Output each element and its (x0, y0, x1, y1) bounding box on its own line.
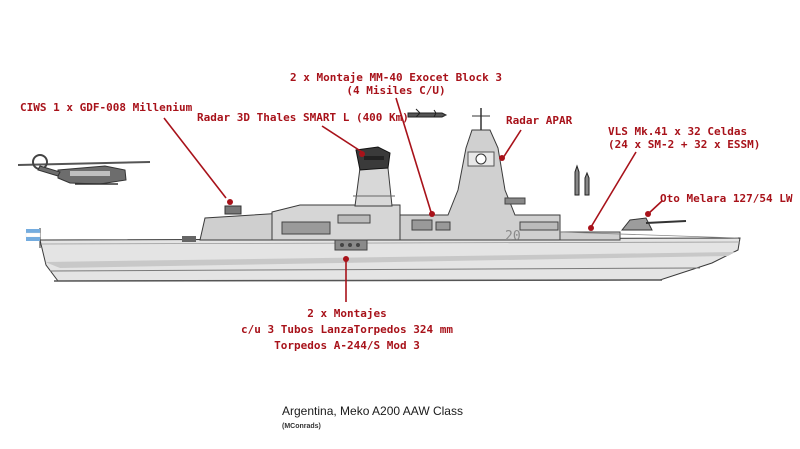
diagram-caption: Argentina, Meko A200 AAW Class (282, 404, 463, 418)
radar-smart-label: Radar 3D Thales SMART L (400 Km) (197, 111, 409, 124)
exocet-launcher (411, 219, 433, 231)
radar-apar-label: Radar APAR (506, 114, 573, 127)
essm-missile-icon (584, 171, 590, 196)
vls-pointer (588, 225, 594, 231)
ciws-mount (224, 205, 242, 215)
apar-pointer (499, 155, 505, 161)
vls-label: VLS Mk.41 x 32 Celdas (24 x SM-2 + 32 x … (608, 125, 760, 151)
exocet-pointer (429, 211, 435, 217)
forward-deck (559, 217, 739, 241)
helicopter-icon (17, 154, 151, 185)
torpedo-label-line2: c/u 3 Tubos LanzaTorpedos 324 mm (241, 323, 453, 336)
ciws-pointer (227, 199, 233, 205)
torpedo-label-line3: Torpedos A-244/S Mod 3 (274, 339, 420, 352)
torpedo-label-line1: 2 x Montajes (307, 307, 387, 320)
gun-label: Oto Melara 127/54 LW (660, 192, 793, 205)
main-gun (620, 217, 653, 231)
vls-label-line1: VLS Mk.41 x 32 Celdas (608, 125, 748, 138)
argentina-flag-icon (25, 228, 41, 248)
exocet-label-line2: (4 Misiles C/U) (346, 84, 446, 97)
author-credit: (MConrads) (282, 423, 321, 430)
gun-pointer (645, 211, 651, 217)
torpedo-label: 2 x Montajes c/u 3 Tubos LanzaTorpedos 3… (232, 306, 462, 354)
exocet-label: 2 x Montaje MM-40 Exocet Block 3 (4 Misi… (288, 71, 504, 97)
exocet-label-line1: 2 x Montaje MM-40 Exocet Block 3 (290, 71, 502, 84)
torpedo-pointer (343, 256, 349, 262)
hull (39, 237, 741, 282)
main-mast (399, 108, 561, 241)
exocet-missile-icon (407, 108, 448, 118)
ciws-label: CIWS 1 x GDF-008 Millenium (20, 101, 193, 114)
vls-label-line2: (24 x SM-2 + 32 x ESSM) (608, 138, 761, 151)
sm2-missile-icon (574, 164, 580, 196)
hull-number: 20 (505, 229, 521, 244)
superstructure (182, 167, 401, 251)
smart-l-pointer (359, 151, 365, 157)
